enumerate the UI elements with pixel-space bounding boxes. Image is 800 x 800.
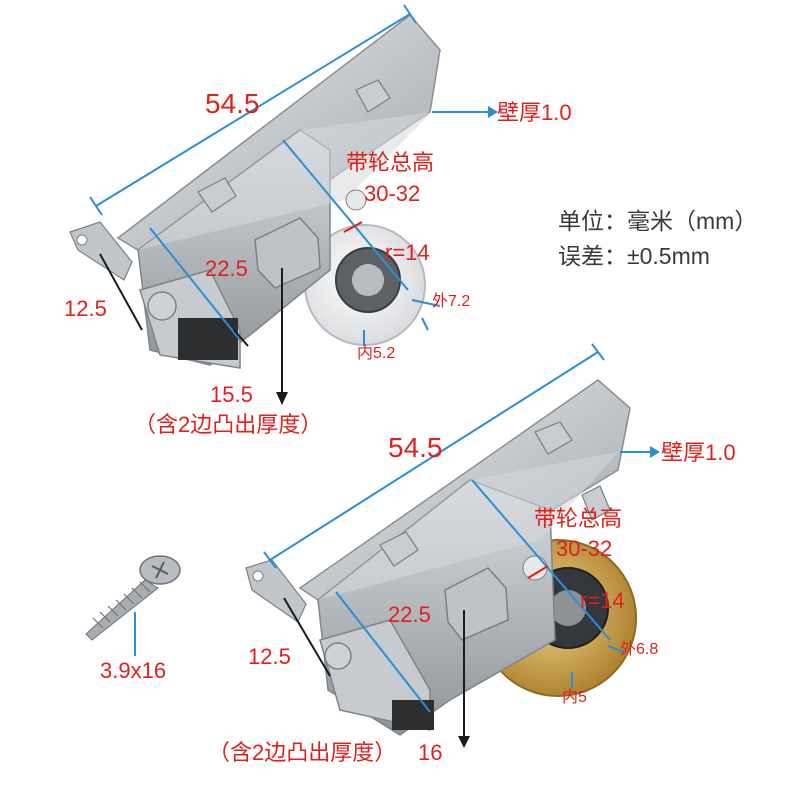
bottom-radius-label: r=14 (580, 588, 625, 613)
top-height-label: 22.5 (205, 256, 248, 281)
top-wheel-height-value: 30-32 (364, 181, 421, 206)
bottom-height-label: 22.5 (388, 602, 431, 627)
bottom-depth-label: 16 (418, 740, 443, 765)
top-wheel-height-title: 带轮总高 (346, 150, 435, 175)
top-axle (147, 291, 177, 321)
top-channel-slot (178, 318, 238, 360)
top-depth-label: 15.5 (210, 382, 253, 407)
top-outer-width-label: 外7.2 (432, 293, 471, 310)
bottom-channel-slot (392, 700, 434, 730)
top-radius-label: r=14 (385, 240, 430, 265)
dimension-lines (89, 4, 660, 748)
bottom-tab-width-label: 12.5 (248, 644, 291, 669)
top-inner-width-label: 内5.2 (357, 345, 396, 362)
bottom-axle (324, 642, 352, 670)
top-wall-thickness-label: 壁厚1.0 (497, 100, 572, 125)
bottom-mounting-tab (245, 559, 307, 623)
bottom-outer-width-label: 外6.8 (620, 641, 659, 658)
tolerance-label: 误差：±0.5mm (558, 243, 710, 269)
top-length-label: 54.5 (205, 88, 260, 119)
top-tab-width-label: 12.5 (64, 296, 107, 321)
bottom-inner-width-label: 内5 (562, 689, 587, 706)
bottom-depth-note: （含2边凸出厚度） (208, 740, 397, 765)
top-mounting-tab (69, 221, 133, 281)
units-label: 单位：毫米（mm） (558, 208, 758, 234)
top-depth-note: （含2边凸出厚度） (134, 412, 323, 437)
screw-size-label: 3.9x16 (100, 658, 167, 683)
top-roller-assembly (69, 13, 441, 369)
screw-illustration (85, 555, 181, 641)
bottom-length-label: 54.5 (388, 432, 443, 463)
bottom-roller-assembly (245, 379, 637, 736)
bottom-wheel-height-value: 30-32 (556, 536, 613, 561)
bottom-wheel-height-title: 带轮总高 (534, 506, 623, 531)
bottom-wall-thickness-label: 壁厚1.0 (661, 440, 736, 465)
